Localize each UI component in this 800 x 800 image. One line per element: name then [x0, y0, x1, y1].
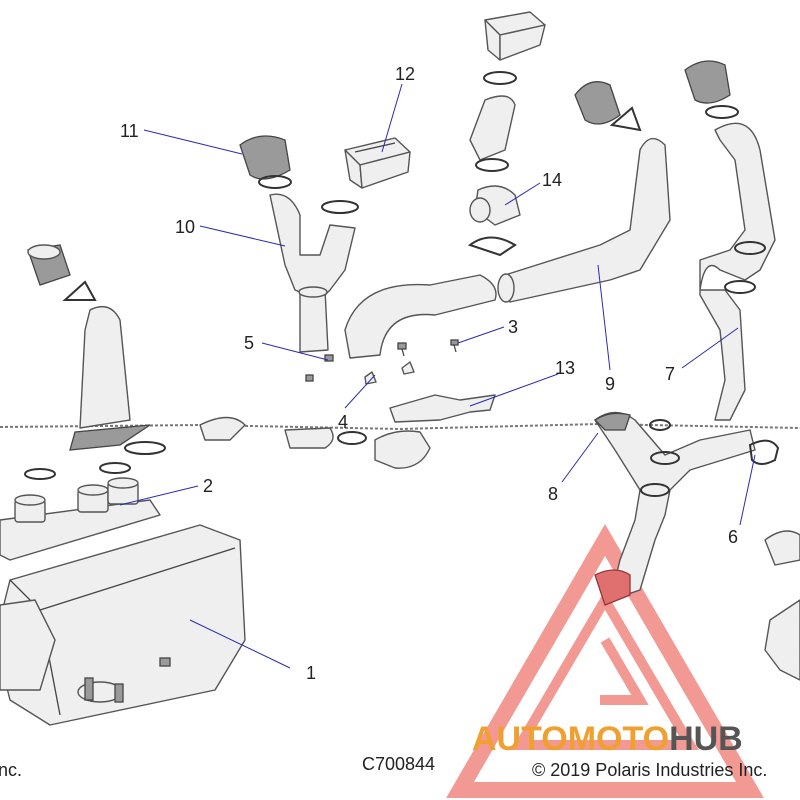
- callout-labels: 1 2 3 4 5 6 7 8 9 10 11 12 13 14: [120, 64, 738, 683]
- callout-11: 11: [120, 121, 139, 141]
- intake-vent-left: [344, 137, 411, 189]
- duct-tube-part: [344, 137, 671, 359]
- fasteners: [305, 339, 459, 385]
- callout-3: 3: [508, 317, 518, 337]
- callout-10: 10: [175, 217, 195, 237]
- callout-7: 7: [665, 364, 675, 384]
- left-intake-tube: [27, 244, 246, 451]
- intake-vent-top: [483, 11, 546, 85]
- callout-4: 4: [338, 412, 348, 432]
- intake-tube-right: [699, 122, 776, 421]
- callout-13: 13: [555, 358, 575, 378]
- leader-lines: [119, 83, 756, 669]
- watermark-text: AUTOMOTOHUB: [472, 720, 743, 758]
- right-boot-top: [574, 60, 739, 132]
- watermark-logo: [446, 524, 764, 798]
- footer-left-fragment: nc.: [0, 760, 23, 780]
- clamp-part: [748, 439, 780, 465]
- callout-12: 12: [395, 64, 415, 84]
- intake-manifold-part: [0, 441, 166, 561]
- elbow-connector-part: [467, 95, 521, 257]
- callout-14: 14: [542, 170, 562, 190]
- copyright-text: © 2019 Polaris Industries Inc.: [532, 760, 768, 780]
- drawing-number: C700844: [362, 754, 436, 774]
- lower-center-ducts: [284, 427, 431, 469]
- y-duct-lower: [593, 411, 756, 606]
- mounting-bracket-part: [389, 394, 496, 423]
- right-edge-parts: [764, 530, 800, 681]
- callout-1: 1: [306, 663, 316, 683]
- callout-6: 6: [728, 527, 738, 547]
- airbox-part: [0, 524, 246, 726]
- callout-2: 2: [203, 476, 213, 496]
- section-break-line: [0, 422, 800, 431]
- upper-y-duct: [239, 135, 359, 353]
- watermark-brand-2: HUB: [669, 720, 743, 758]
- callout-5: 5: [244, 333, 254, 353]
- callout-8: 8: [548, 484, 558, 504]
- callout-9: 9: [605, 374, 615, 394]
- watermark-brand-1: AUTOMOTO: [472, 720, 669, 758]
